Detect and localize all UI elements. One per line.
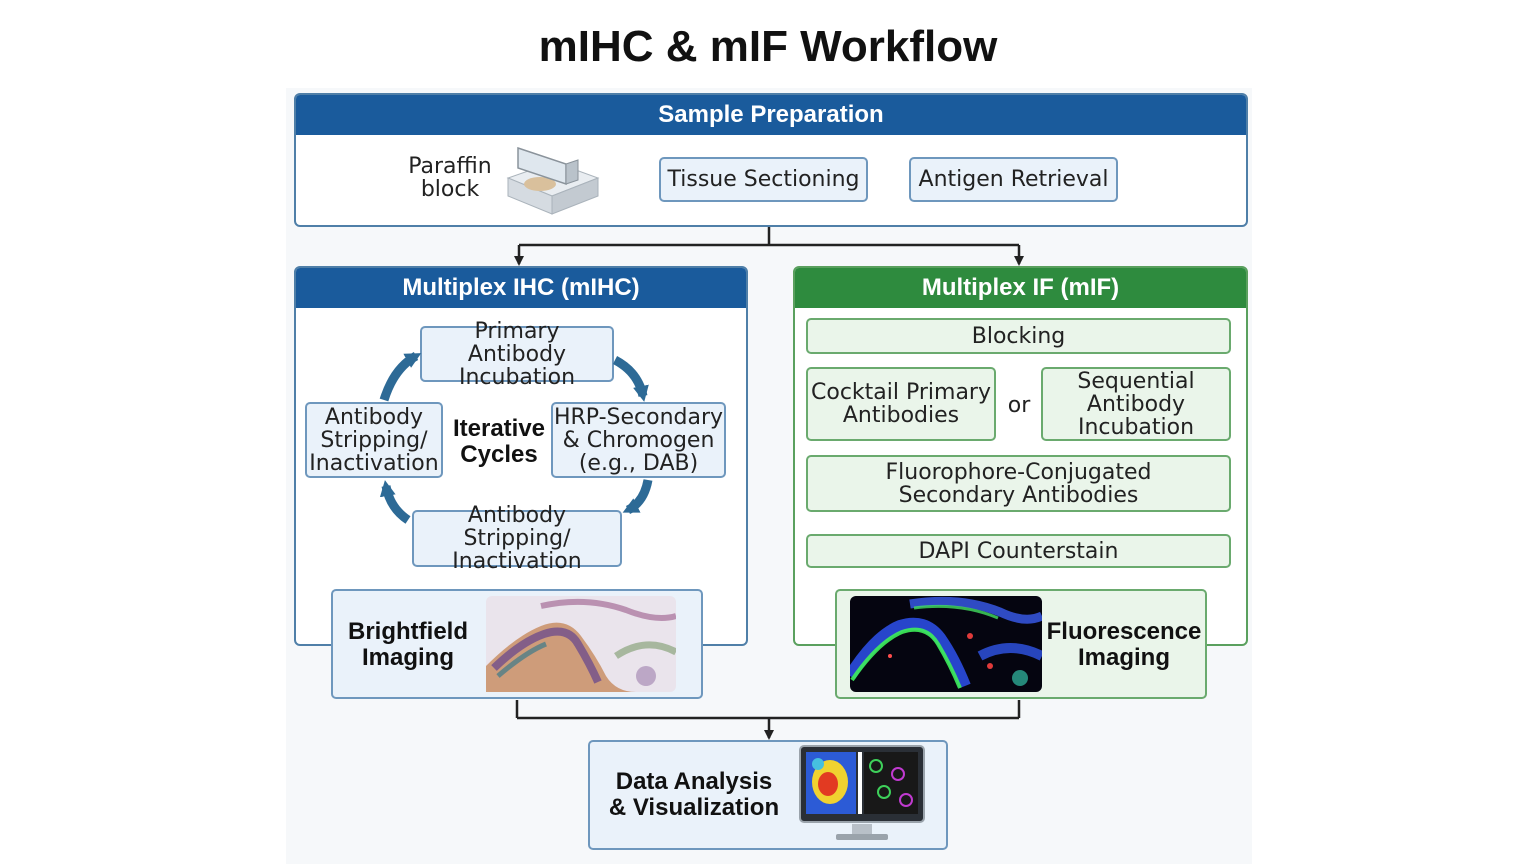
dapi-counterstain-box: DAPI Counterstain bbox=[806, 534, 1231, 568]
or-label: or bbox=[1007, 393, 1031, 418]
sample-preparation-header: Sample Preparation bbox=[296, 95, 1246, 135]
antibody-stripping-left-box: Antibody Stripping/ Inactivation bbox=[305, 402, 443, 478]
brightfield-tissue-image bbox=[486, 596, 676, 692]
paraffin-block-label: Paraffin block bbox=[408, 154, 492, 202]
hrp-secondary-chromogen-box: HRP-Secondary & Chromogen (e.g., DAB) bbox=[551, 402, 726, 478]
cycle-arrows bbox=[379, 352, 653, 524]
antigen-retrieval-box: Antigen Retrieval bbox=[909, 157, 1118, 202]
brightfield-imaging-label: Brightfield Imaging bbox=[348, 618, 468, 671]
antibody-stripping-bottom-box: Antibody Stripping/ Inactivation bbox=[412, 504, 622, 573]
blocking-box: Blocking bbox=[806, 318, 1231, 354]
iterative-cycles-label: Iterative Cycles bbox=[452, 415, 546, 468]
mihc-header: Multiplex IHC (mIHC) bbox=[296, 268, 746, 308]
cocktail-primary-antibodies-box: Cocktail Primary Antibodies bbox=[806, 367, 996, 441]
monitor-icon bbox=[799, 745, 925, 840]
data-analysis-label: Data Analysis & Visualization bbox=[608, 768, 780, 821]
fluorophore-conjugated-box: Fluorophore-Conjugated Secondary Antibod… bbox=[806, 455, 1231, 512]
page-title: mIHC & mIF Workflow bbox=[538, 22, 998, 71]
mif-header: Multiplex IF (mIF) bbox=[795, 268, 1246, 308]
fluorescence-tissue-image bbox=[850, 596, 1042, 692]
tissue-sectioning-box: Tissue Sectioning bbox=[659, 157, 868, 202]
fluorescence-imaging-label: Fluorescence Imaging bbox=[1046, 618, 1202, 671]
sequential-antibody-incubation-box: Sequential Antibody Incubation bbox=[1041, 367, 1231, 441]
paraffin-block-icon bbox=[506, 146, 600, 215]
